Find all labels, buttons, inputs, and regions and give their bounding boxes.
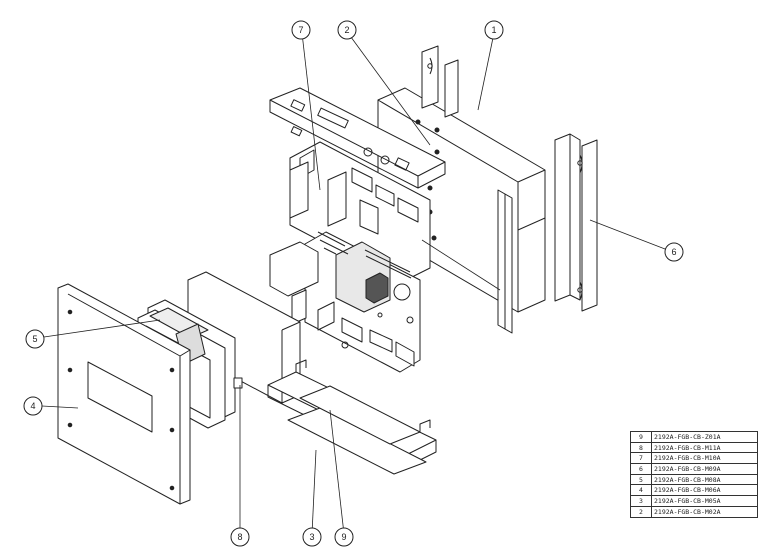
parts-list-row: 5 2192A-FGB-CB-M08A [630, 473, 758, 486]
balloon-3: 3 [302, 527, 322, 547]
part-number: 2192A-FGB-CB-M10A [651, 452, 758, 465]
item-number: 2 [630, 505, 652, 518]
item-number: 9 [630, 431, 652, 443]
balloon-1: 1 [484, 20, 504, 40]
part-number: 2192A-FGB-CB-M09A [651, 463, 758, 475]
svg-text:8: 8 [237, 532, 242, 542]
part-number: 2192A-FGB-CB-M08A [651, 473, 758, 486]
item-number: 7 [630, 452, 652, 465]
item-number: 4 [630, 484, 652, 497]
item-number: 6 [630, 463, 652, 475]
item-number: 5 [630, 473, 652, 486]
svg-text:5: 5 [32, 334, 37, 344]
part-number: 2192A-FGB-CB-M02A [651, 505, 758, 518]
svg-text:4: 4 [30, 401, 35, 411]
svg-text:6: 6 [671, 247, 676, 257]
svg-text:3: 3 [309, 532, 314, 542]
part-number: 2192A-FGB-CB-M06A [651, 484, 758, 497]
balloon-6: 6 [664, 242, 684, 262]
svg-text:2: 2 [344, 25, 349, 35]
balloon-7: 7 [291, 20, 311, 40]
item-number: 8 [630, 441, 652, 454]
part-wall-mount-bracket [554, 133, 598, 312]
balloon-8: 8 [230, 527, 250, 547]
item-number: 3 [630, 495, 652, 507]
balloon-2: 2 [337, 20, 357, 40]
part-enclosure-case [377, 45, 546, 334]
parts-list-row: 2 2192A-FGB-CB-M02A [630, 505, 758, 518]
part-number: 2192A-FGB-CB-M05A [651, 495, 758, 507]
parts-list-table: 9 2192A-FGB-CB-Z01A 8 2192A-FGB-CB-M11A … [630, 431, 758, 518]
part-insulation-sheet [287, 385, 427, 475]
part-number: 2192A-FGB-CB-M11A [651, 441, 758, 454]
part-front-panel [57, 283, 191, 505]
parts-list-row: 6 2192A-FGB-CB-M09A [630, 463, 758, 475]
parts-list-row: 8 2192A-FGB-CB-M11A [630, 441, 758, 454]
part-circuit-board [269, 141, 431, 373]
svg-text:9: 9 [341, 532, 346, 542]
parts-list-row: 3 2192A-FGB-CB-M05A [630, 495, 758, 507]
part-number: 2192A-FGB-CB-Z01A [651, 431, 758, 443]
leader-lines [41, 32, 666, 535]
parts-list-row: 9 2192A-FGB-CB-Z01A [630, 431, 758, 443]
part-top-bracket [269, 87, 446, 189]
parts-list-row: 7 2192A-FGB-CB-M10A [630, 452, 758, 465]
balloon-5: 5 [25, 329, 45, 349]
svg-text:7: 7 [298, 25, 303, 35]
svg-text:1: 1 [491, 25, 496, 35]
balloon-9: 9 [334, 527, 354, 547]
item-balloons: 1 2 3 4 5 6 7 8 [23, 20, 684, 547]
balloon-4: 4 [23, 396, 43, 416]
parts-list-row: 4 2192A-FGB-CB-M06A [630, 484, 758, 497]
